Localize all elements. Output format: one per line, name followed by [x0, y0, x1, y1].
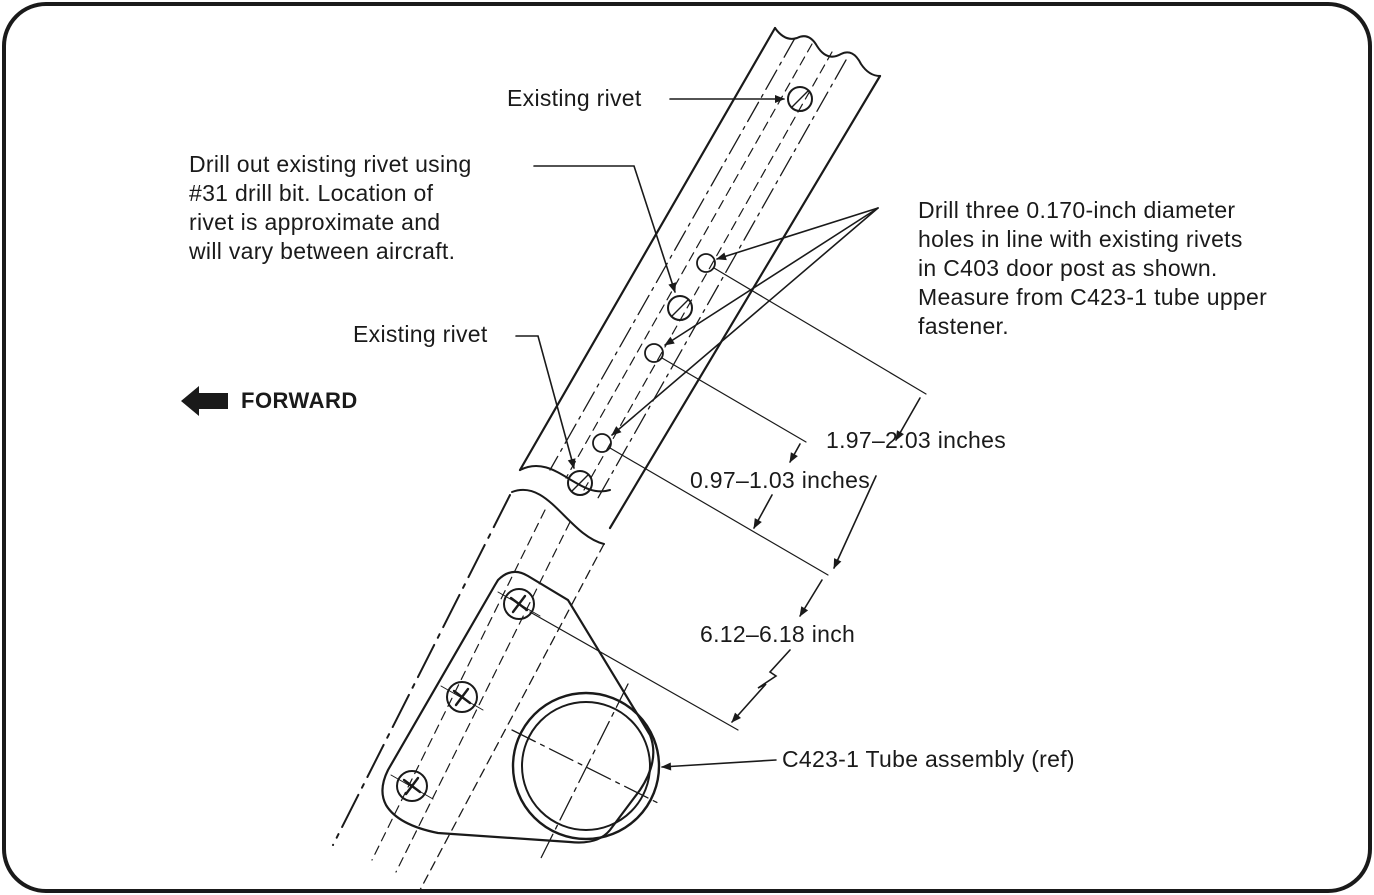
dimension-lower-label: 6.12–6.18 inch	[700, 621, 856, 647]
screw-upper	[497, 588, 541, 620]
screw-lower	[390, 770, 434, 802]
extension-lines	[529, 267, 927, 731]
rivet-drill-out	[667, 295, 693, 321]
rivet-existing-lower	[567, 470, 593, 496]
screw-middle	[440, 681, 484, 713]
note-drill-three-line-3: in C403 door post as shown.	[918, 255, 1218, 281]
rivet-existing-top	[787, 86, 813, 112]
dimension-outer-label: 1.97–2.03 inches	[826, 427, 1006, 453]
note-drill-out-line-4: will vary between aircraft.	[189, 238, 456, 264]
label-forward: FORWARD	[241, 388, 358, 413]
note-drill-out: Drill out existing rivet using #31 drill…	[189, 150, 472, 266]
hole-new-2	[644, 343, 664, 363]
note-drill-out-line-3: rivet is approximate and	[189, 209, 441, 235]
note-drill-three-line-1: Drill three 0.170-inch diameter	[918, 197, 1236, 223]
arrow-left-icon	[181, 386, 228, 416]
tube-assembly	[511, 683, 661, 861]
note-drill-out-line-2: #31 drill bit. Location of	[189, 180, 434, 206]
label-existing-rivet-lower: Existing rivet	[353, 321, 488, 347]
note-drill-out-line-1: Drill out existing rivet using	[189, 151, 472, 177]
note-drill-three: Drill three 0.170-inch diameter holes in…	[918, 196, 1267, 341]
hole-new-1	[696, 253, 716, 273]
dimension-inner-label: 0.97–1.03 inches	[690, 467, 870, 493]
label-existing-rivet-top: Existing rivet	[507, 85, 642, 111]
bracket-plate	[381, 570, 655, 844]
hole-new-3	[592, 433, 612, 453]
note-drill-three-line-5: fastener.	[918, 313, 1009, 339]
dimension-lines	[731, 397, 921, 723]
note-drill-three-line-4: Measure from C423-1 tube upper	[918, 284, 1268, 310]
leader-lines	[515, 95, 879, 771]
note-drill-three-line-2: holes in line with existing rivets	[918, 226, 1243, 252]
door-post	[332, 26, 882, 891]
label-tube-assembly: C423-1 Tube assembly (ref)	[782, 746, 1075, 772]
